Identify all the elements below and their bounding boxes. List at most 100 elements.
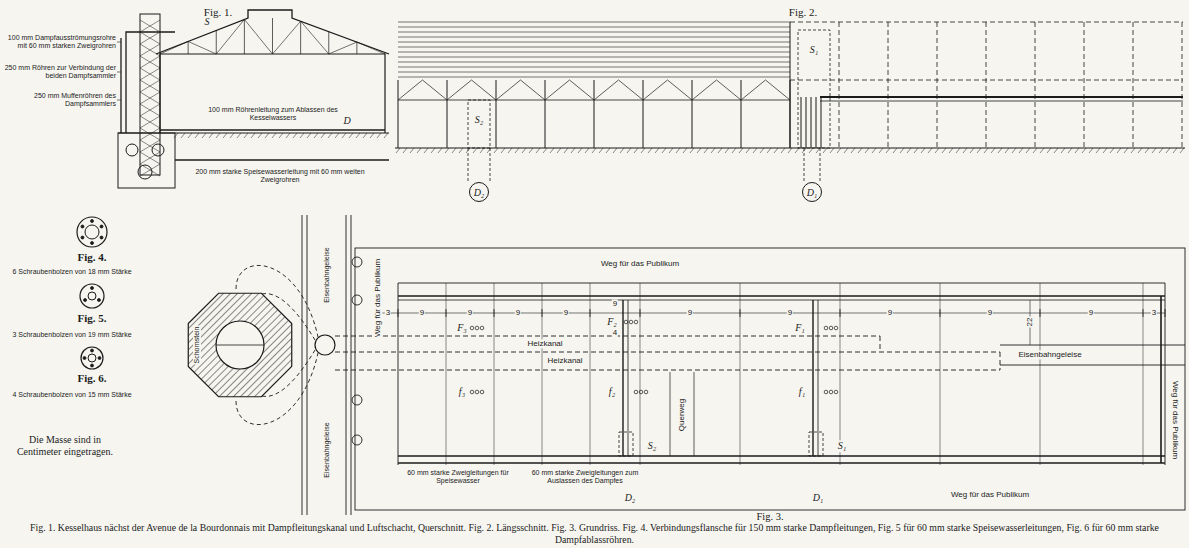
ground-plan-part bbox=[840, 283, 841, 465]
callout-letter: f₂ bbox=[608, 386, 616, 398]
longitudinal-section-part bbox=[1035, 22, 1036, 148]
longitudinal-section-part bbox=[1152, 148, 1156, 153]
boiler-house-section-part bbox=[272, 133, 276, 138]
longitudinal-section-part bbox=[1103, 148, 1107, 153]
bolt-note: 3 Schraubenbolzen von 19 mm Stärke bbox=[1, 331, 143, 339]
longitudinal-section-part bbox=[508, 148, 512, 153]
ground-plan-part bbox=[1000, 365, 1185, 366]
flange-drawings-part bbox=[88, 354, 96, 362]
longitudinal-section-part bbox=[1173, 148, 1177, 153]
longitudinal-section-part bbox=[837, 148, 841, 153]
longitudinal-section-part bbox=[473, 148, 477, 153]
ground-plan-part bbox=[824, 390, 828, 394]
boiler-house-section-part bbox=[314, 133, 318, 138]
flange-drawings-part bbox=[91, 287, 94, 290]
longitudinal-section-part bbox=[760, 148, 764, 153]
callout-letter: S₁ bbox=[837, 440, 847, 452]
ground-plan-part bbox=[809, 432, 823, 456]
longitudinal-section-part bbox=[545, 80, 546, 148]
longitudinal-section-part bbox=[816, 97, 817, 148]
longitudinal-section-part bbox=[445, 148, 449, 153]
boiler-house-section-part bbox=[329, 42, 357, 54]
longitudinal-section-part bbox=[893, 148, 897, 153]
ground-plan-part bbox=[398, 462, 1165, 464]
ground-plan-part bbox=[475, 390, 479, 394]
figure-title: Fig. 6. bbox=[76, 372, 107, 385]
area-label: Schornstein bbox=[193, 326, 201, 365]
ground-plan-part bbox=[624, 320, 628, 324]
longitudinal-section-part bbox=[741, 80, 742, 148]
ground-plan-part bbox=[628, 300, 629, 456]
ground-plan-part bbox=[470, 390, 474, 394]
channel-label: Heizkanal bbox=[526, 339, 563, 348]
longitudinal-section-part bbox=[447, 80, 448, 148]
longitudinal-section-part bbox=[823, 148, 827, 153]
boiler-house-section-part bbox=[152, 144, 164, 156]
boiler-house-section-part bbox=[120, 38, 121, 133]
longitudinal-section-part bbox=[746, 148, 750, 153]
chimney-plan-part bbox=[352, 257, 362, 267]
longitudinal-section-part bbox=[1180, 148, 1184, 153]
longitudinal-section-part bbox=[921, 148, 925, 153]
boiler-house-section-part bbox=[138, 165, 152, 179]
flange-drawings-part bbox=[91, 364, 94, 367]
boiler-house-section-part bbox=[140, 116, 160, 128]
ground-plan-part bbox=[590, 309, 591, 317]
flange-drawings-part bbox=[83, 357, 86, 360]
area-label: Eisenbahngeleise bbox=[323, 421, 331, 478]
boiler-house-section-part bbox=[140, 56, 160, 68]
ground-plan-part bbox=[398, 309, 399, 317]
boiler-house-section-part bbox=[140, 20, 160, 32]
chimney-plan-part bbox=[302, 215, 303, 515]
pipe-label: 60 mm starke Zweigleitungen für Speisewa… bbox=[398, 469, 518, 485]
longitudinal-section-part bbox=[872, 148, 876, 153]
flange-drawings-part bbox=[81, 236, 84, 239]
chimney-plan-part bbox=[352, 295, 362, 305]
boiler-house-section-part bbox=[357, 42, 385, 54]
boiler-house-section-part bbox=[117, 100, 121, 101]
boiler-house-section-part bbox=[279, 133, 283, 138]
pipe-label: 250 mm Röhren zur Verbindung der beiden … bbox=[3, 64, 117, 80]
boiler-house-section-part bbox=[370, 133, 374, 138]
longitudinal-section-part bbox=[1089, 148, 1093, 153]
boiler-house-section-part bbox=[140, 80, 160, 92]
ground-plan-part bbox=[335, 352, 1000, 353]
longitudinal-section-part bbox=[398, 27, 790, 28]
longitudinal-section-part bbox=[468, 100, 490, 148]
longitudinal-section-part bbox=[452, 148, 456, 153]
pipe-label: 250 mm Muffenröhren des Dampfsammlers bbox=[3, 92, 117, 108]
callout-letter: F₃ bbox=[456, 322, 468, 334]
longitudinal-section-part bbox=[1117, 148, 1121, 153]
pipe-label: 60 mm starke Zweigleitungen zum Auslasse… bbox=[518, 469, 652, 485]
longitudinal-section-part bbox=[801, 97, 802, 148]
ground-plan-part bbox=[644, 390, 648, 394]
ground-plan-part bbox=[1000, 352, 1001, 370]
ground-plan-part bbox=[542, 309, 543, 317]
boiler-house-section-part bbox=[244, 19, 272, 54]
boiler-house-section-part bbox=[251, 133, 255, 138]
longitudinal-section-part bbox=[830, 148, 834, 153]
callout-letter: S₁ bbox=[809, 44, 819, 56]
longitudinal-section-part bbox=[398, 62, 790, 63]
callout-letter: D₂ bbox=[624, 492, 637, 504]
longitudinal-section-part bbox=[1061, 148, 1065, 153]
longitudinal-section-part bbox=[984, 148, 988, 153]
boiler-house-section-part bbox=[117, 42, 121, 43]
longitudinal-section-part bbox=[396, 148, 400, 153]
longitudinal-section-part bbox=[711, 148, 715, 153]
boiler-house-section-part bbox=[300, 21, 301, 54]
longitudinal-section-part bbox=[1005, 148, 1009, 153]
ground-plan-part bbox=[829, 390, 833, 394]
boiler-house-section-part bbox=[140, 116, 160, 128]
longitudinal-section-part bbox=[798, 30, 830, 148]
longitudinal-section-part bbox=[1012, 148, 1016, 153]
boiler-house-section-part bbox=[188, 41, 216, 54]
flange-drawings-part bbox=[100, 236, 103, 239]
callout-letter: S₂ bbox=[474, 114, 484, 126]
boiler-house-section-part bbox=[140, 80, 160, 92]
longitudinal-section-part bbox=[1084, 22, 1085, 148]
longitudinal-section-part bbox=[844, 148, 848, 153]
flange-drawings-part bbox=[98, 357, 101, 360]
boiler-house-section-part bbox=[349, 133, 353, 138]
